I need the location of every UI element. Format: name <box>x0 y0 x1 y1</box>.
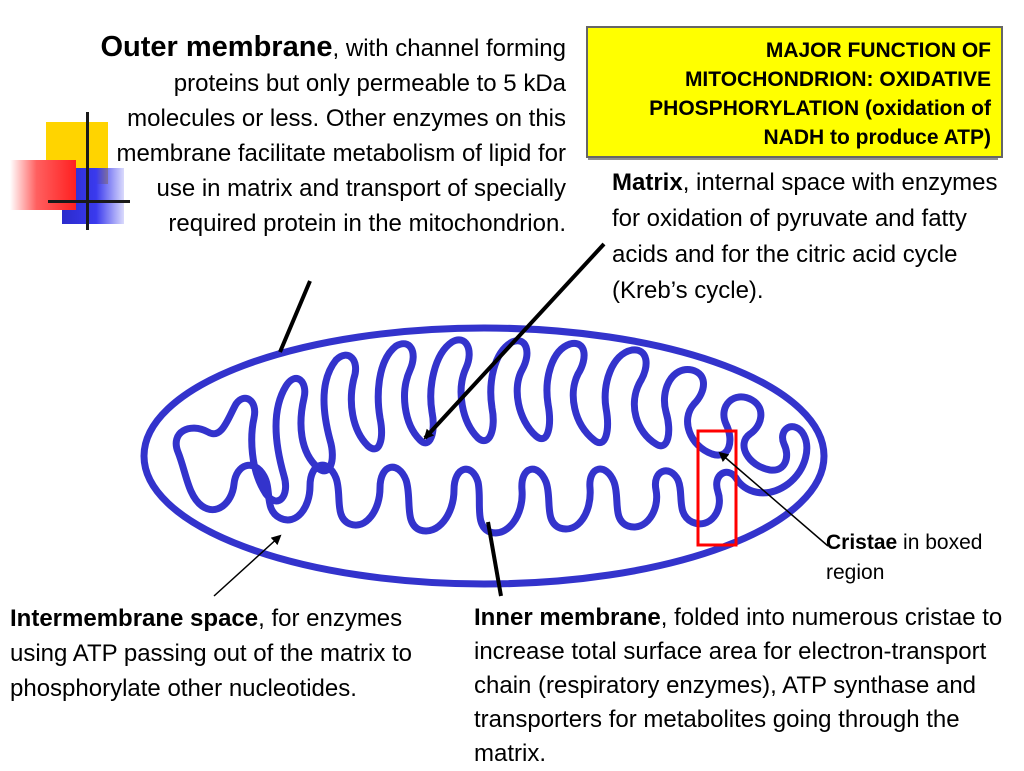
cristae-title: Cristae <box>826 531 898 554</box>
cristae-arrow <box>718 451 829 547</box>
outer-membrane-title: Outer membrane <box>100 31 333 63</box>
matrix-arrow <box>423 242 606 440</box>
intermembrane-space-body: , for enzymes using ATP passing out of t… <box>10 605 412 702</box>
major-function-text: MAJOR FUNCTION OF MITOCHONDRION: OXIDATI… <box>649 39 991 149</box>
cristae-body: in boxed region <box>826 531 983 584</box>
matrix-title: Matrix <box>612 169 683 196</box>
inner-membrane-body: , folded into numerous cristae to increa… <box>474 604 1003 767</box>
matrix-body: , internal space with enzymes for oxidat… <box>612 169 998 304</box>
intermembrane-space-description: Intermembrane space, for enzymes using A… <box>10 601 440 706</box>
inner-membrane-pointer <box>486 521 503 597</box>
intermembrane-space-arrow <box>213 534 282 597</box>
outer-membrane-shape <box>140 324 828 588</box>
matrix-description: Matrix, internal space with enzymes for … <box>612 165 1022 309</box>
outer-membrane-body: , with channel forming proteins but only… <box>116 35 566 237</box>
inner-membrane-description: Inner membrane, folded into numerous cri… <box>474 601 1024 771</box>
inner-membrane-title: Inner membrane <box>474 604 661 631</box>
decor-horizontal-line <box>48 200 130 203</box>
outer-membrane-description: Outer membrane, with channel forming pro… <box>96 30 566 241</box>
intermembrane-space-title: Intermembrane space <box>10 605 259 632</box>
major-function-callout: MAJOR FUNCTION OF MITOCHONDRION: OXIDATI… <box>586 26 1003 158</box>
decor-vertical-line <box>86 112 89 230</box>
cristae-label: Cristae in boxed region <box>826 528 986 588</box>
outer-membrane-pointer <box>278 280 312 353</box>
inner-membrane-shape <box>172 336 811 537</box>
cristae-highlight-box <box>696 429 738 547</box>
